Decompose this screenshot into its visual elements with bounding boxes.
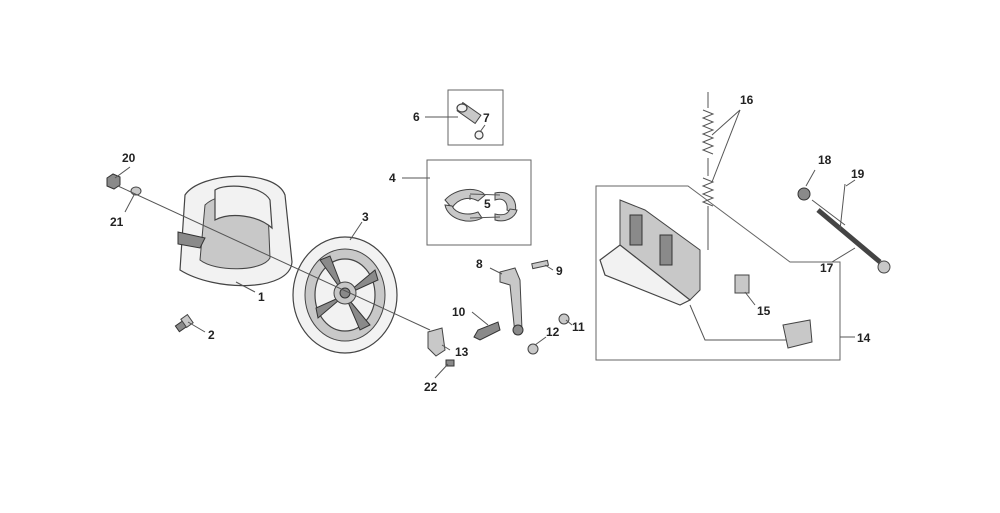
pivot-bolt-part (797, 183, 891, 274)
brake-shoes-part (444, 188, 518, 222)
callout-5: 5 (484, 197, 491, 211)
brake-arm-part (473, 259, 570, 355)
callout-19: 19 (851, 167, 865, 181)
callout-labels: 1 2 3 4 5 6 7 8 9 10 11 12 13 14 15 16 1… (110, 93, 871, 394)
callout-2: 2 (208, 328, 215, 342)
callout-4: 4 (389, 171, 396, 185)
callout-3: 3 (362, 210, 369, 224)
callout-10: 10 (452, 305, 466, 319)
callout-18: 18 (818, 153, 832, 167)
stand-group-box (595, 185, 841, 361)
tire-part (177, 175, 293, 287)
brake-shoe-group-box (426, 159, 532, 246)
callout-6: 6 (413, 110, 420, 124)
callout-9: 9 (556, 264, 563, 278)
callout-16: 16 (740, 93, 754, 107)
callout-8: 8 (476, 257, 483, 271)
wheel-rim-part (292, 236, 398, 354)
callout-21: 21 (110, 215, 124, 229)
stand-springs-part (701, 92, 715, 250)
callout-7: 7 (483, 111, 490, 125)
callout-17: 17 (820, 261, 834, 275)
callout-11: 11 (572, 320, 585, 334)
brake-cam-part (456, 101, 484, 140)
callout-12: 12 (546, 325, 560, 339)
brake-bracket-part (427, 327, 455, 367)
callout-14: 14 (857, 331, 871, 345)
callout-1: 1 (258, 290, 265, 304)
callout-22: 22 (424, 380, 438, 394)
main-stand-part (599, 199, 813, 349)
callout-13: 13 (455, 345, 469, 359)
callout-15: 15 (757, 304, 771, 318)
axle-nut-washer (106, 173, 142, 196)
callout-20: 20 (122, 151, 136, 165)
valve-part (174, 313, 194, 333)
leader-lines (114, 109, 856, 379)
